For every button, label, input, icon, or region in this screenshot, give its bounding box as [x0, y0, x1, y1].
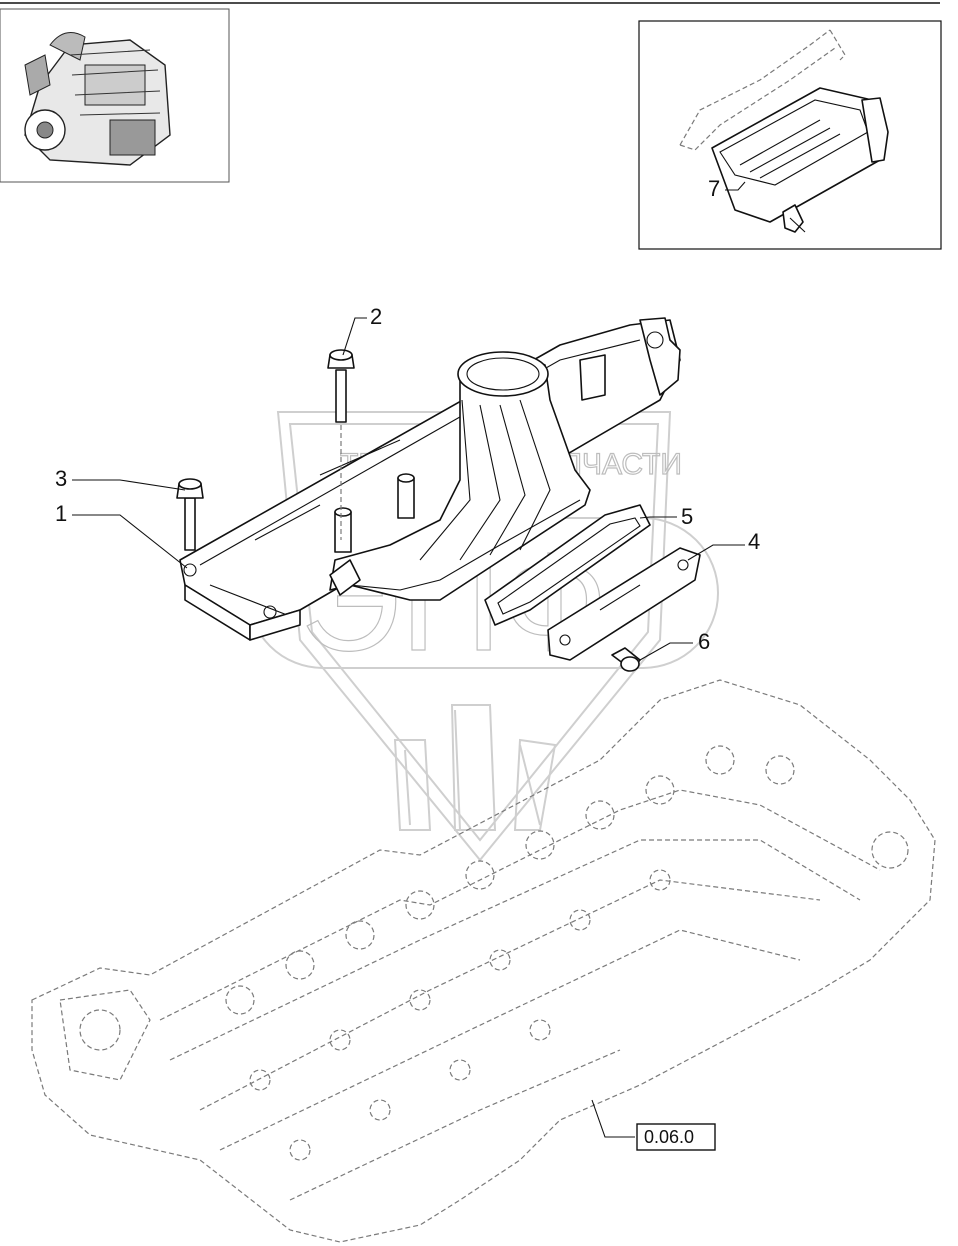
bolt-2: [327, 349, 355, 540]
callout-6: 6: [698, 629, 710, 654]
bolt-3: [176, 478, 204, 551]
callout-4: 4: [748, 529, 760, 554]
leader-lines: [72, 181, 746, 1138]
cylinder-head-outline: [31, 679, 936, 1243]
gasket-5: [484, 504, 651, 626]
manifold-studs: [334, 473, 415, 553]
engine-thumbnail: [0, 8, 230, 183]
callout-2: 2: [370, 304, 382, 329]
section-reference-label: 0.06.0: [644, 1127, 694, 1147]
callout-1: 1: [55, 501, 67, 526]
section-reference-box[interactable]: 0.06.0: [636, 1123, 716, 1151]
intake-manifold: [179, 317, 681, 641]
callout-7: 7: [708, 176, 720, 201]
inset-detail-box: [638, 20, 942, 250]
flange-plate-4: [547, 547, 701, 661]
intake-elbow: [329, 351, 591, 601]
callout-3: 3: [55, 466, 67, 491]
callout-5: 5: [681, 504, 693, 529]
